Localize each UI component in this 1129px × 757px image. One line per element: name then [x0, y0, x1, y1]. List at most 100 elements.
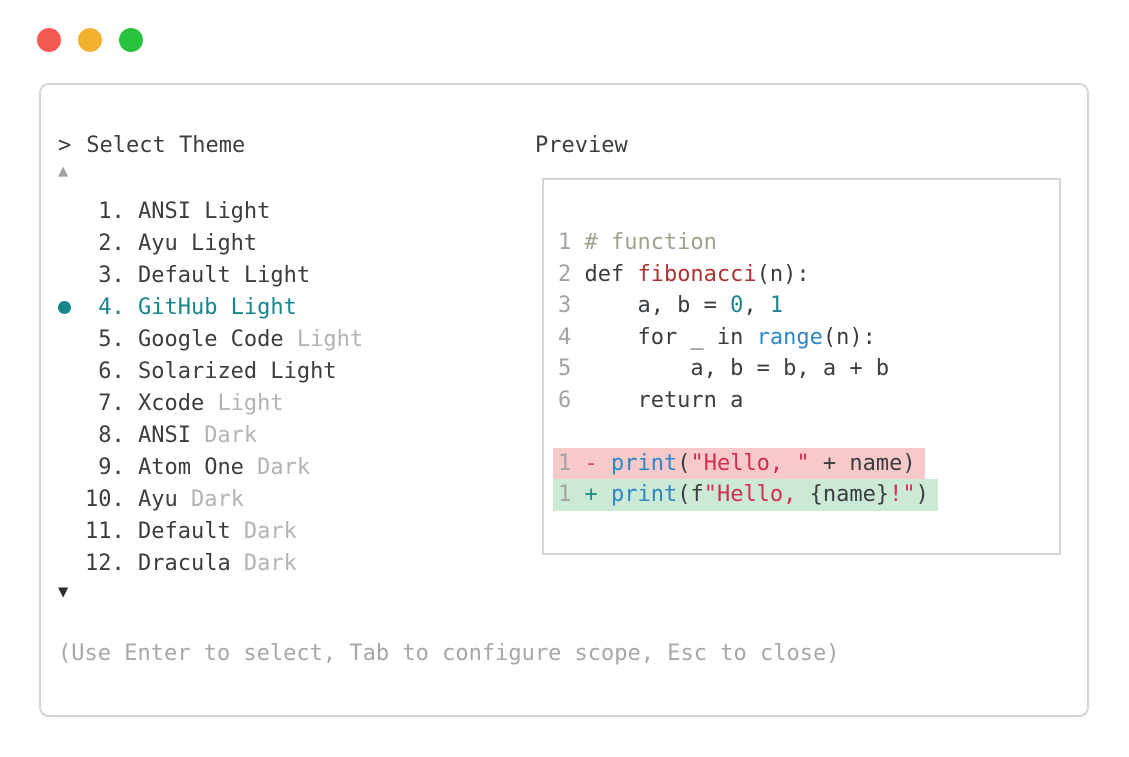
theme-option-name: Xcode [137, 390, 205, 416]
code-token-builtin: print [610, 482, 678, 507]
empty-marker [56, 387, 85, 419]
theme-option-number: 4. [98, 294, 125, 320]
line-number: 6 [558, 387, 572, 413]
empty-marker [56, 227, 85, 259]
theme-option-12[interactable]: 12. Dracula Dark [56, 547, 363, 579]
code-token-plain: (n): [756, 261, 810, 287]
theme-option-number: 6. [98, 358, 125, 384]
zoom-button[interactable] [119, 28, 143, 52]
code-token-diff-del: - [584, 450, 611, 476]
code-token-func: fibonacci [637, 261, 757, 287]
code-token-plain: , [743, 293, 770, 318]
code-token-plain: def [584, 261, 638, 287]
code-token-diff-add: + [584, 482, 611, 507]
theme-option-name: GitHub Light [137, 294, 297, 320]
theme-option-1[interactable]: 1.ANSI Light [56, 195, 363, 227]
line-number: 3 [558, 293, 572, 318]
code-line: 3 a, b = 0, 1 [558, 290, 1059, 322]
theme-option-name: Atom One [137, 454, 244, 480]
code-line: 2 def fibonacci(n): [558, 259, 1059, 291]
theme-option-number: 7. [98, 390, 125, 416]
theme-option-name: Default Light [137, 262, 311, 288]
prompt-icon: > [58, 133, 72, 158]
theme-option-name: Ayu [137, 486, 178, 512]
empty-marker [56, 355, 85, 387]
close-button[interactable] [37, 28, 61, 52]
line-number: 4 [558, 324, 572, 350]
theme-option-number: 3. [98, 262, 125, 288]
empty-marker [56, 323, 85, 355]
code-line-removed: 1- print("Hello, " + name) [553, 447, 1059, 479]
theme-option-5[interactable]: 5. Google Code Light [56, 323, 363, 355]
code-line-content: 6 return a [553, 385, 752, 417]
theme-option-name: ANSI [137, 422, 191, 448]
theme-option-number: 12. [85, 550, 125, 576]
empty-marker [56, 195, 85, 227]
code-token-plain: (n): [822, 324, 876, 350]
theme-option-number: 10. [85, 486, 125, 512]
code-token-number: 1 [769, 293, 784, 318]
panel-header: > Select Theme [58, 133, 245, 158]
line-number: 5 [558, 356, 572, 381]
theme-option-2[interactable]: 2. Ayu Light [56, 227, 363, 259]
theme-option-number: 11. [85, 518, 125, 544]
selected-bullet-icon [58, 300, 71, 314]
theme-option-number: 2. [98, 230, 125, 256]
empty-marker [56, 451, 85, 483]
theme-option-suffix: Dark [243, 550, 297, 576]
theme-option-suffix: Light [217, 390, 284, 416]
code-token-builtin: print [610, 450, 678, 476]
empty-marker [56, 483, 85, 515]
theme-option-name: Solarized Light [137, 358, 337, 384]
code-token-plain: for _ in [584, 324, 757, 350]
code-token-plain: (f [677, 482, 704, 507]
theme-option-7[interactable]: 7. Xcode Light [56, 387, 363, 419]
code-line-content: 4 for _ in range(n): [553, 322, 885, 354]
code-token-plain: + name) [809, 450, 916, 476]
code-token-plain: ( [677, 450, 691, 476]
theme-option-3[interactable]: 3. Default Light [56, 259, 363, 291]
theme-option-number: 5. [98, 326, 125, 352]
code-token-string: !" [889, 482, 916, 507]
scroll-down-icon[interactable]: ▼ [58, 582, 69, 602]
theme-option-name: Dracula [137, 550, 231, 576]
traffic-lights [37, 28, 143, 52]
code-line: 6 return a [558, 385, 1059, 417]
line-number: 1 [558, 482, 572, 507]
code-line [558, 416, 1059, 448]
code-line-added: 1+ print(f"Hello, {name}!") [553, 479, 1059, 511]
theme-option-4[interactable]: 4. GitHub Light [56, 291, 363, 323]
empty-marker [56, 515, 85, 547]
code-token-string: "Hello, " [690, 450, 810, 476]
code-token-plain: a, b = b, a + b [584, 356, 890, 381]
selected-bullet-marker [56, 291, 85, 323]
code-token-comment: # function [584, 230, 717, 255]
scroll-up-icon[interactable]: ▲ [58, 161, 69, 181]
code-line-content: 2 def fibonacci(n): [553, 259, 819, 291]
code-token-plain: ) [915, 482, 929, 507]
theme-option-name: Google Code [137, 326, 284, 352]
line-number: 2 [558, 261, 572, 287]
code-line: 1# function [558, 227, 1059, 259]
panel-title: Select Theme [86, 133, 246, 158]
line-number: 1 [558, 450, 572, 476]
theme-option-6[interactable]: 6. Solarized Light [56, 355, 363, 387]
code-line-content: 5 a, b = b, a + b [553, 353, 898, 385]
code-token-builtin: range [756, 324, 823, 350]
theme-option-name: Ayu Light [137, 230, 258, 256]
theme-option-number: 1. [98, 198, 125, 224]
code-line-content: 1# function [553, 227, 726, 259]
minimize-button[interactable] [78, 28, 102, 52]
code-line: 4 for _ in range(n): [558, 322, 1059, 354]
empty-marker [56, 419, 85, 451]
theme-option-suffix: Light [296, 326, 364, 352]
code-token-plain: a, b = [584, 293, 731, 318]
code-token-plain: {name} [809, 482, 890, 507]
